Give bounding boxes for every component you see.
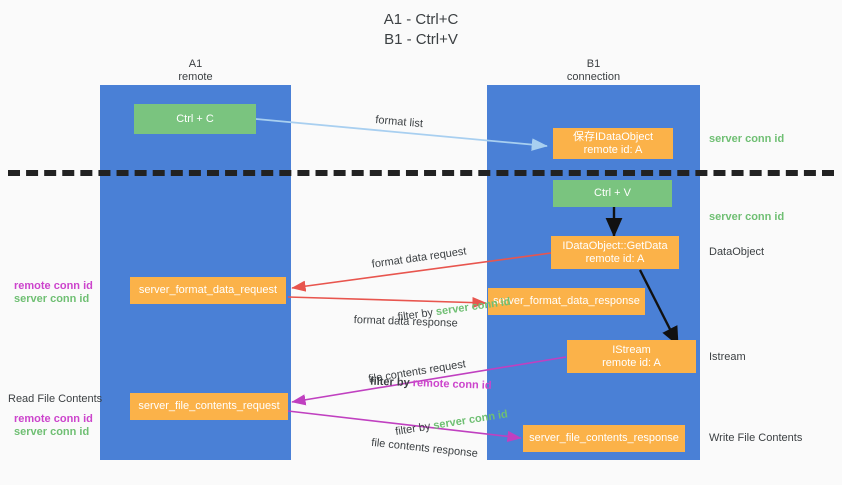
section-divider xyxy=(8,170,834,176)
annotation-istream: Istream xyxy=(709,351,746,363)
annotation-server-conn-id-1: server conn id xyxy=(14,293,90,305)
box-idataobject-getdata[interactable]: IDataObject::GetData remote id: A xyxy=(551,236,679,269)
box-istream[interactable]: IStream remote id: A xyxy=(567,340,696,373)
annotation-remote-conn-id-1: remote conn id xyxy=(14,280,93,292)
box-ctrl-v[interactable]: Ctrl + V xyxy=(553,180,672,207)
annotation-server-conn-id-top: server conn id xyxy=(709,133,785,145)
annotation-server-conn-id-mid: server conn id xyxy=(709,211,785,223)
flow-label-file-contents-response: file contents response filter by remote … xyxy=(360,408,514,485)
box-ctrl-c[interactable]: Ctrl + C xyxy=(134,104,256,134)
flow-label-file-contents-response-text: file contents response xyxy=(370,436,479,460)
box-server-format-data-request[interactable]: server_format_data_request xyxy=(130,277,286,304)
box-server-file-contents-request[interactable]: server_file_contents_request xyxy=(130,393,288,420)
column-header-b1: B1 connection xyxy=(566,58,621,83)
flow-label-file-contents-request-text: file contents request xyxy=(367,358,467,386)
page-title: A1 - Ctrl+C B1 - Ctrl+V xyxy=(383,11,459,48)
annotation-remote-conn-id-2: remote conn id xyxy=(14,413,93,425)
flow-label-format-data-request-text: format data request xyxy=(371,245,468,271)
annotation-dataobject: DataObject xyxy=(709,246,765,258)
annotation-read-file-contents: Read File Contents xyxy=(8,393,103,405)
box-save-idataobject[interactable]: 保存IDataObject remote id: A xyxy=(553,128,673,159)
annotation-write-file-contents: Write File Contents xyxy=(709,432,803,444)
box-server-format-data-response[interactable]: server_format_data_response xyxy=(488,288,645,315)
box-server-file-contents-response[interactable]: server_file_contents_response xyxy=(523,425,685,452)
column-header-a1: A1 remote xyxy=(178,58,213,83)
annotation-server-conn-id-2: server conn id xyxy=(14,426,90,438)
flow-label-format-list: format list xyxy=(374,113,424,131)
